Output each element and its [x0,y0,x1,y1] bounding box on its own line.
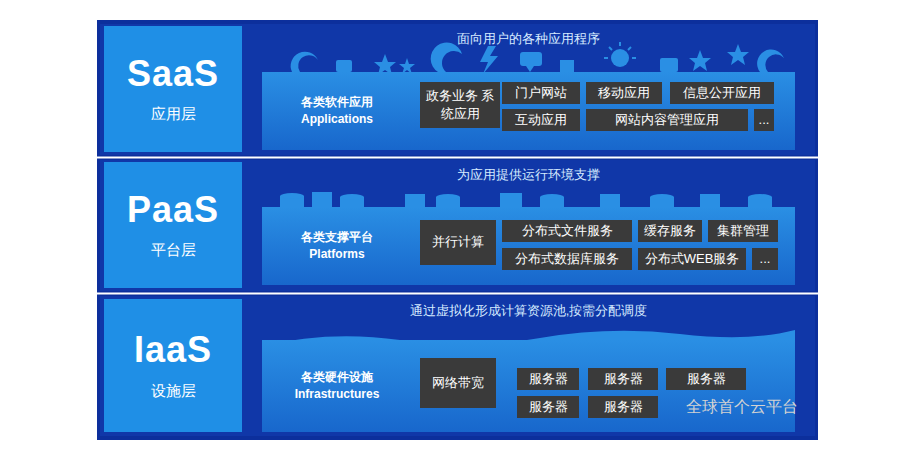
node-text: ... [759,111,770,129]
layer-title-box: SaaS 应用层 [104,26,242,152]
layer-name: SaaS [127,54,219,94]
node-text: 各类硬件设施 [301,369,373,386]
service-box: 集群管理 [708,220,778,242]
node-text: 服务器 [604,398,643,416]
node-text: Infrastructures [295,386,380,403]
service-box: 服务器 [588,396,658,418]
text-wrap: 分布式文件服务 [502,220,632,242]
node-text: 分布式文件服务 [522,222,613,240]
text-wrap: 门户网站 [502,82,580,104]
layer-name: PaaS [127,190,219,230]
watermark: 全球首个云平台 [686,397,798,418]
text-wrap: 服务器 [666,368,746,390]
text-wrap: 集群管理 [708,220,778,242]
service-box: 服务器 [666,368,746,390]
service-box: 门户网站 [502,82,580,104]
text-wrap: 各类支撑平台Platforms [262,207,412,285]
text-wrap: 分布式数据库服务 [502,248,632,270]
node-text: 各类支撑平台 [301,229,373,246]
component-area: 各类支撑平台Platforms 并行计算 分布式文件服务 缓存服务 集群管理分布式数据库… [262,207,795,285]
node-text: 各类软件应用 [301,94,373,111]
node-text: 移动应用 [598,84,650,102]
component-area: 各类软件应用Applications 政务业务 系统应用门户网站 移动应用 信息公开应… [262,72,795,150]
service-box: ... [754,109,774,131]
node-text: 信息公开应用 [683,84,761,102]
node-text: 平台层 [151,241,196,260]
layer-caption: 通过虚拟化形成计算资源池,按需分配调度 [262,302,795,320]
service-box: 并行计算 [420,220,496,265]
service-box: 服务器 [588,368,658,390]
service-box: 分布式数据库服务 [502,248,632,270]
service-box: 网站内容管理应用 [586,109,748,131]
service-box: 服务器 [517,396,579,418]
service-box: 服务器 [517,368,579,390]
text-wrap: 信息公开应用 [670,82,774,104]
layer-caption: 面向用户的各种应用程序 [262,30,795,48]
text-wrap: 缓存服务 [638,220,702,242]
layer-band: 为应用提供运行环境支撑PaaS平台层各类支撑平台Platforms并行计算分布式… [100,160,815,291]
text-wrap: ... [754,109,774,131]
text-wrap: SaaS 应用层 [104,26,242,152]
layer-title-box: PaaS 平台层 [104,162,242,288]
text-wrap: 各类硬件设施Infrastructures [262,340,412,432]
layer-name: IaaS [134,330,212,370]
text-wrap: 服务器 [588,368,658,390]
text-wrap: PaaS 平台层 [104,162,242,288]
node-text: 服务器 [604,370,643,388]
node-text: 服务器 [529,370,568,388]
node-text: 分布式数据库服务 [515,250,619,268]
node-text: 缓存服务 [644,222,696,240]
node-text: 服务器 [687,370,726,388]
node-text: Platforms [309,246,364,263]
node-text: 网站内容管理应用 [615,111,719,129]
text-wrap: 网络带宽 [420,358,496,408]
node-text: Applications [301,111,373,128]
node-text: 集群管理 [717,222,769,240]
text-wrap: 政务业务 系统应用 [420,82,500,128]
text-wrap: 为应用提供运行环境支撑 [262,166,795,184]
text-wrap: 网站内容管理应用 [586,109,748,131]
node-text: 并行计算 [432,233,484,251]
text-wrap: 分布式WEB服务 [638,248,746,270]
node-text: 服务器 [529,398,568,416]
service-box: 移动应用 [586,82,662,104]
text-wrap: 各类软件应用Applications [262,72,412,150]
text-wrap: 面向用户的各种应用程序 [262,30,795,48]
text-wrap: 通过虚拟化形成计算资源池,按需分配调度 [262,302,795,320]
node-text: 分布式WEB服务 [645,250,740,268]
node-text: ... [760,250,771,268]
service-box: 分布式文件服务 [502,220,632,242]
text-wrap: 并行计算 [420,220,496,265]
text-wrap: IaaS 设施层 [104,299,242,432]
layer-band: 面向用户的各种应用程序 SaaS 应用层 各类软件应用Applications 政务业务… [100,24,815,155]
text-wrap: 互动应用 [502,109,580,131]
service-box: 政务业务 系统应用 [420,82,500,128]
text-wrap: 服务器 [588,396,658,418]
service-box: 缓存服务 [638,220,702,242]
node-text: 网络带宽 [432,374,484,392]
text-wrap: ... [752,248,778,270]
component-area: 各类硬件设施Infrastructures网络带宽服务器服务器服务器服务器服务器 [262,340,795,432]
node-text: 应用层 [151,105,196,124]
text-wrap: 移动应用 [586,82,662,104]
service-box: ... [752,248,778,270]
layer-title-box: IaaS 设施层 [104,299,242,432]
node-text: 政务业务 系统应用 [423,87,497,123]
node-text: 设施层 [151,382,196,401]
node-text: 门户网站 [515,84,567,102]
text-wrap: 服务器 [517,368,579,390]
text-wrap: 服务器 [517,396,579,418]
node-text: 互动应用 [515,111,567,129]
service-box: 信息公开应用 [670,82,774,104]
service-box: 互动应用 [502,109,580,131]
layer-caption: 为应用提供运行环境支撑 [262,166,795,184]
service-box: 分布式WEB服务 [638,248,746,270]
service-box: 网络带宽 [420,358,496,408]
